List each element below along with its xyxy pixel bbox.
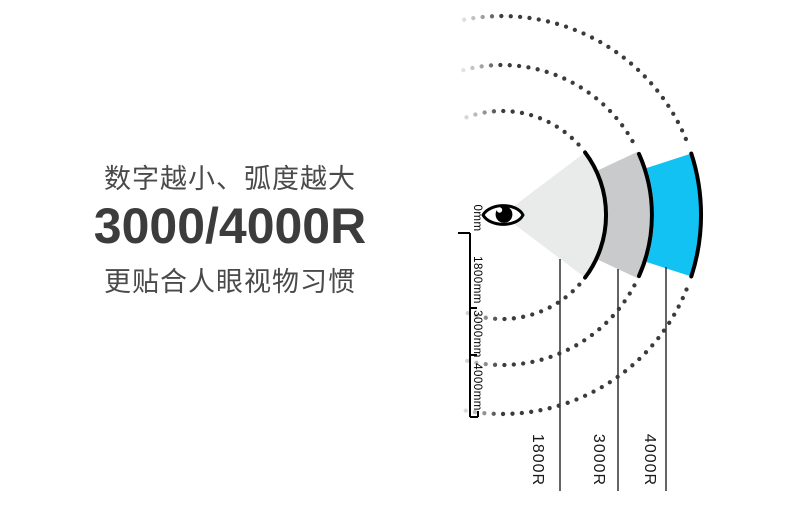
- screen-arcs: [583, 150, 703, 280]
- radius-indicator-lines: [559, 259, 667, 491]
- dotted-arcs: [461, 13, 689, 417]
- dotted-arc-1800-top: [464, 108, 582, 148]
- ruler-labels: 0mm 1800mm 3000mm 4000mm: [471, 204, 483, 410]
- radius-label-3000r: 3000R: [590, 434, 607, 486]
- eye-icon: [481, 204, 525, 226]
- headline-line-1: 数字越小、弧度越大: [104, 164, 356, 194]
- ruler-label-0mm: 0mm: [471, 204, 483, 231]
- arc-3000r: [637, 152, 654, 278]
- radius-label-1800r: 1800R: [529, 434, 546, 486]
- arc-1800r: [583, 150, 609, 280]
- curvature-value: 3000/4000R: [93, 198, 367, 254]
- ruler-label-1800mm: 1800mm: [471, 256, 483, 304]
- wedge-4000r: [646, 153, 702, 277]
- ruler-label-4000mm: 4000mm: [471, 363, 483, 411]
- dotted-arc-3000-top: [461, 62, 637, 147]
- dotted-arc-3000-bottom: [461, 283, 637, 368]
- dotted-arc-4000-bottom: [461, 287, 689, 417]
- headline-line-3: 更贴合人眼视物习惯: [104, 267, 356, 297]
- radius-labels: 1800R 3000R 4000R: [529, 434, 658, 486]
- eye-highlight: [496, 207, 503, 213]
- wedge-1800r: [502, 152, 607, 278]
- distance-ruler: [458, 232, 479, 418]
- arc-4000r: [689, 151, 703, 279]
- ruler-label-3000mm: 3000mm: [471, 310, 483, 358]
- dotted-arc-4000-top: [461, 13, 689, 143]
- radius-label-4000r: 4000R: [641, 434, 658, 486]
- wedge-3000r: [595, 151, 653, 279]
